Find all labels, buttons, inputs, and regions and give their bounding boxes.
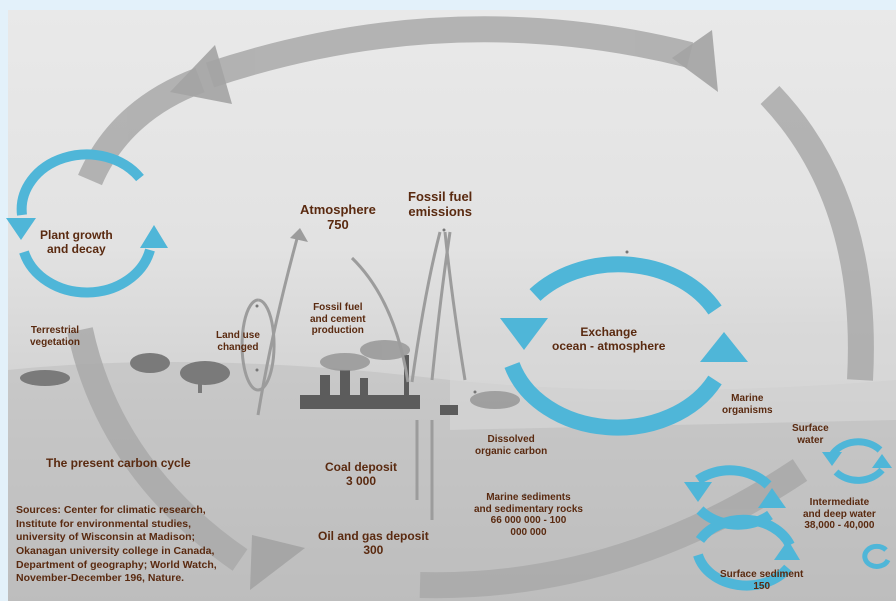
flux-arrows [240,231,467,520]
plant-growth-cycle-icon [6,149,168,298]
atmosphere-arrowhead [290,228,308,242]
surface-water-cycle-icon [822,438,892,484]
global-cycle-arrowheads [170,30,718,590]
diagram-title: The present carbon cycle [46,456,191,470]
minor-flux-marks [255,228,629,497]
surface-sediment-cycle-icon [862,543,891,569]
ocean-surface [450,320,896,430]
intermediate-water-cycle-icon [684,465,800,591]
exchange-cycle-icon [500,256,748,436]
smoke-plumes [320,340,520,409]
sources-citation: Sources: Center for climatic research, I… [16,504,217,585]
terrestrial-vegetation-illustration [20,353,230,393]
